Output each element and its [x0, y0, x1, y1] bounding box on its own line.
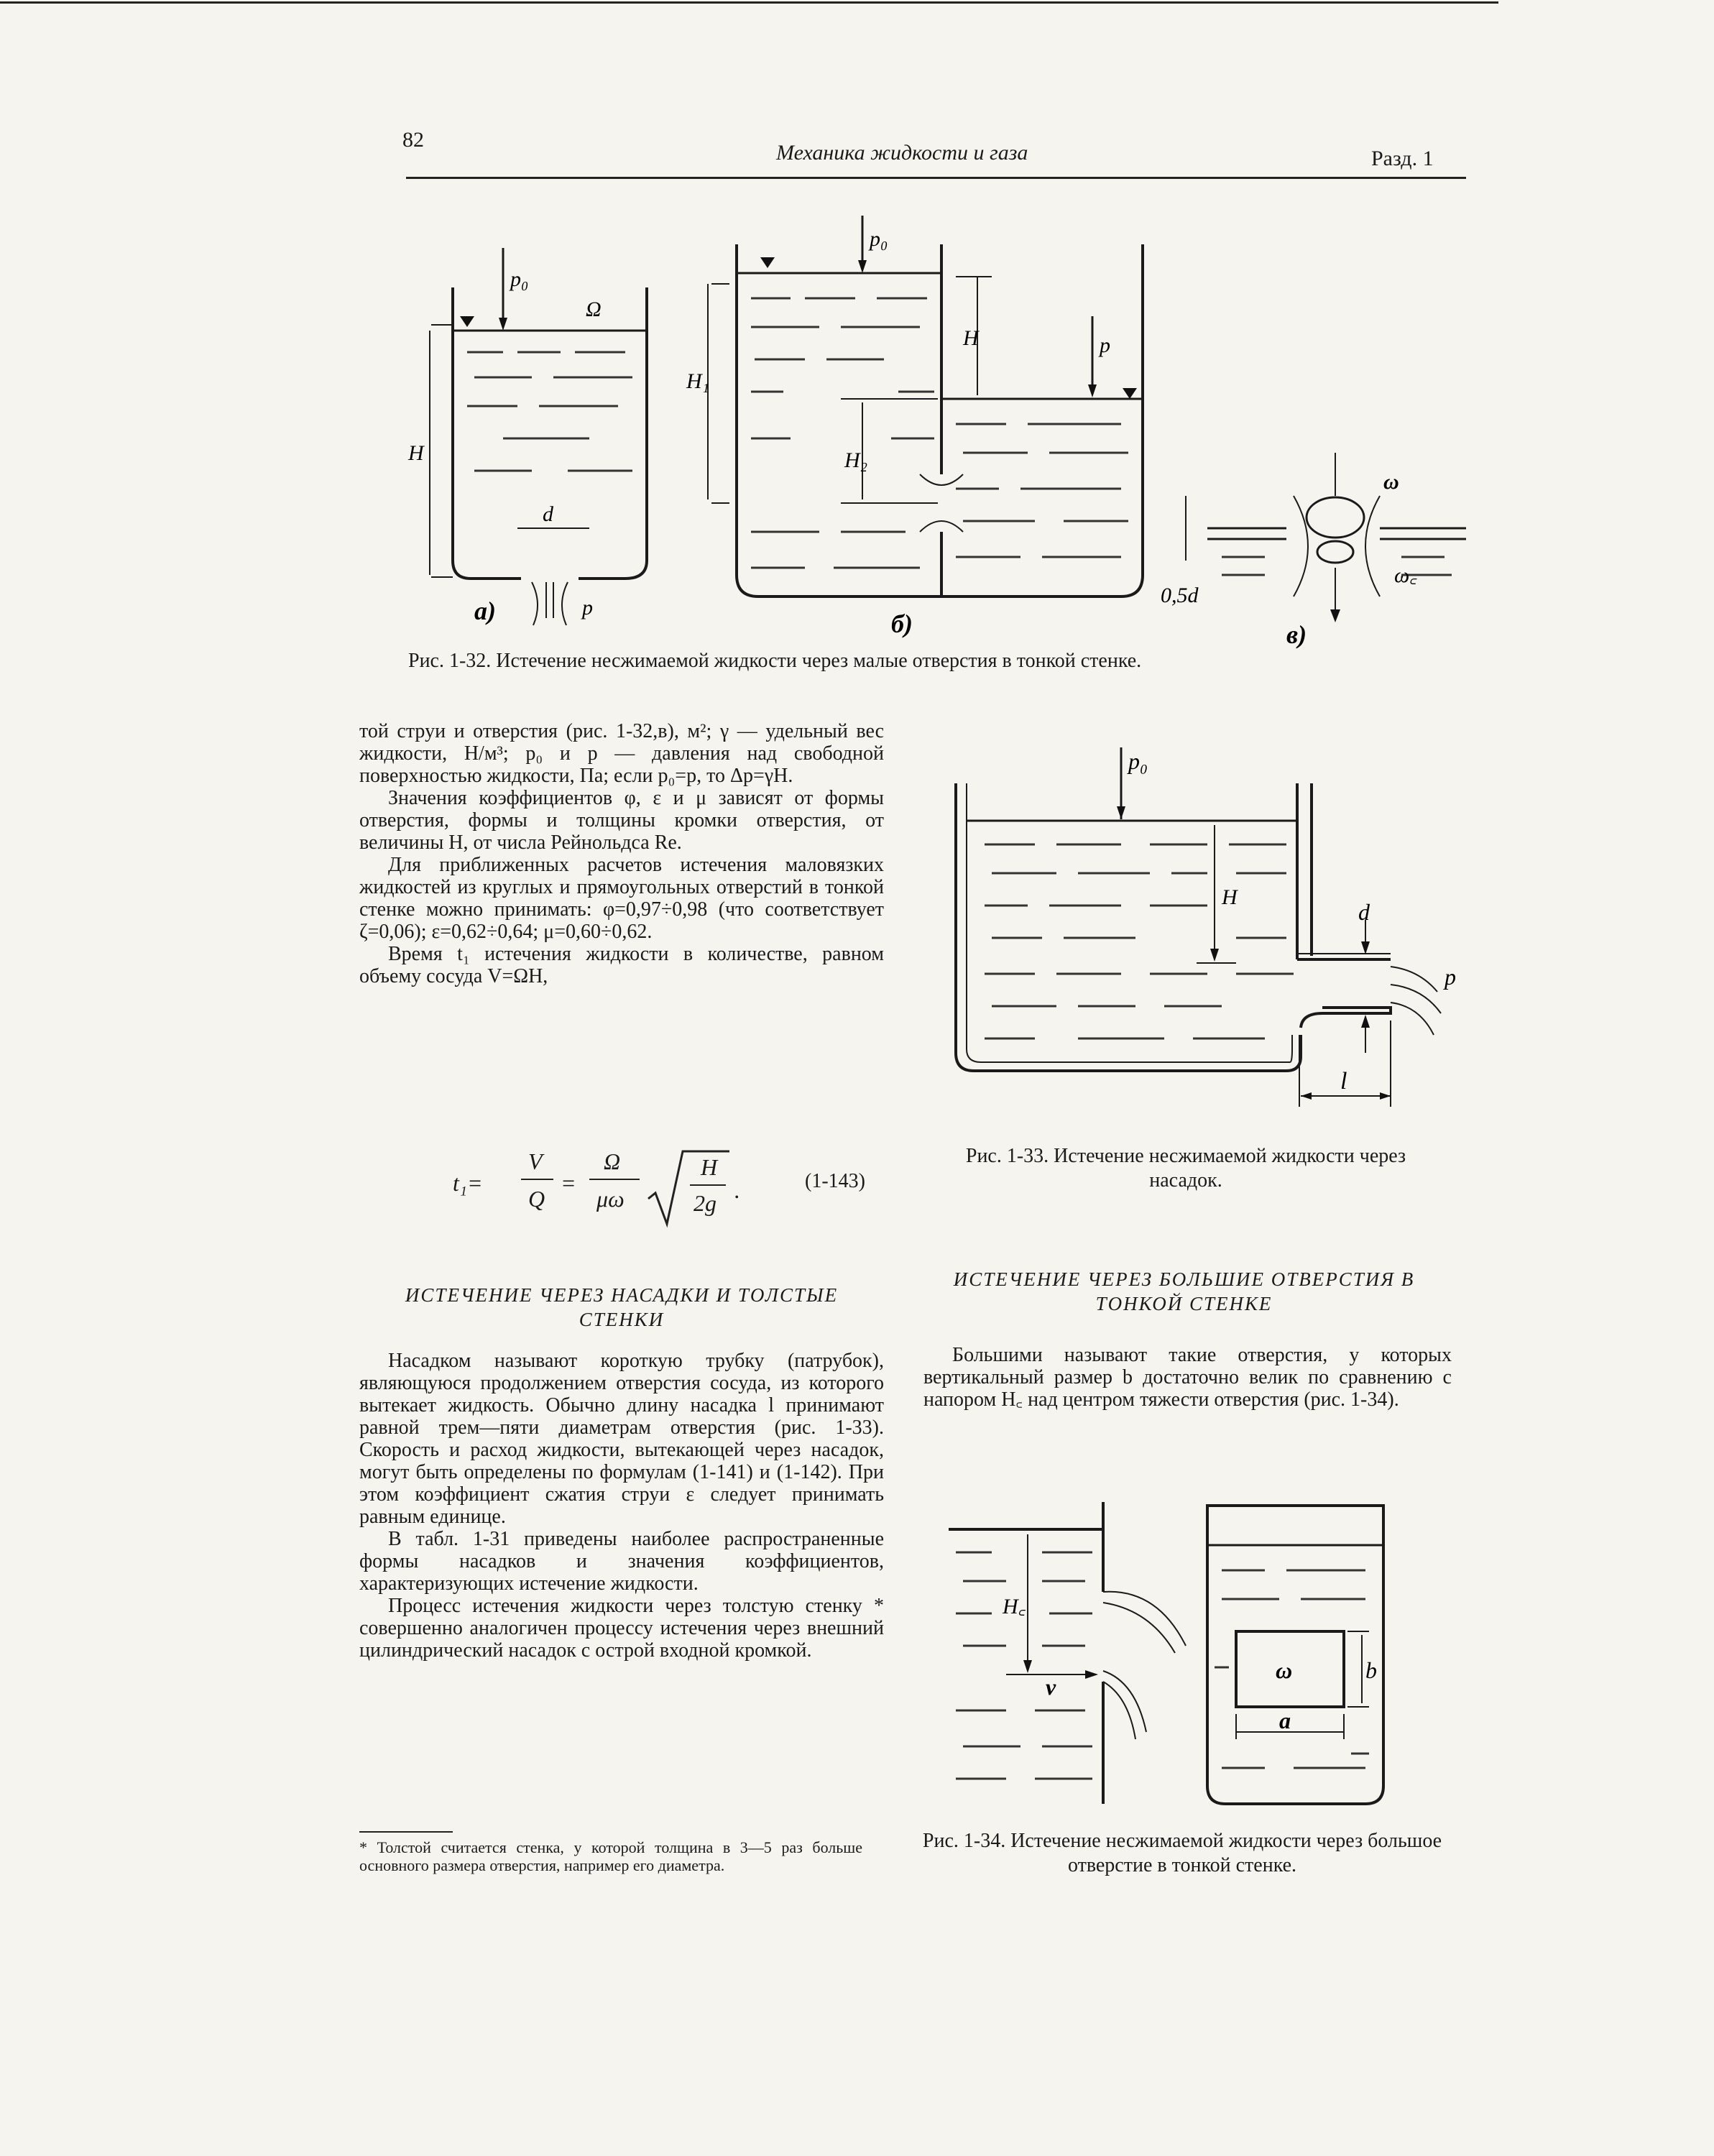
top-border — [0, 1, 1498, 4]
header-rule — [406, 177, 1466, 179]
formula-num-1: V — [528, 1148, 543, 1174]
tank-a-walls — [451, 287, 648, 580]
paragraph: Время t₁ истечения жидкости в количестве… — [359, 943, 884, 987]
paragraph: Процесс истечения жидкости через толстую… — [359, 1595, 884, 1662]
label-a-134: a — [1279, 1708, 1291, 1733]
formula-den-1: Q — [528, 1186, 545, 1212]
label-v: v — [1046, 1674, 1056, 1700]
fraction-bar — [690, 1184, 726, 1186]
formula-num-2: Ω — [604, 1148, 621, 1174]
label-p0-a: p₀ — [509, 267, 528, 291]
left-column: той струи и отверстия (рис. 1-32,в), м²;… — [359, 720, 884, 987]
paragraph: Насадком называют короткую трубку (патру… — [359, 1350, 884, 1528]
label-d-a: d — [543, 502, 554, 526]
caption-fig-1-34: Рис. 1-34. Истечение несжимаемой жидкост… — [922, 1830, 1442, 1876]
label-p-133: p — [1443, 964, 1456, 990]
label-b-134: b — [1365, 1657, 1377, 1683]
formula-rad-den: 2g — [694, 1190, 717, 1216]
label-omega-big: Ω — [586, 298, 602, 321]
label-p-b: p — [1098, 333, 1110, 357]
label-a: а) — [474, 596, 496, 625]
label-H-b: H — [962, 326, 980, 350]
label-b: б) — [891, 609, 913, 638]
section-label: Разд. 1 — [1371, 147, 1434, 170]
label-p0-b: p₀ — [868, 227, 888, 251]
label-omega-134: ω — [1276, 1657, 1292, 1683]
formula-den-2: μω — [596, 1186, 625, 1212]
tank-1-34-walls — [1206, 1504, 1385, 1805]
label-H-133: H — [1221, 885, 1239, 909]
label-H1: H₁ — [686, 369, 709, 393]
label-d-133: d — [1358, 899, 1370, 925]
paragraph: В табл. 1-31 приведены наиболее распрост… — [359, 1528, 884, 1595]
footnote-rule — [359, 1831, 453, 1833]
label-Hc: H꜀ — [1002, 1595, 1026, 1618]
paragraph: Большими называют такие отверстия, у кот… — [923, 1344, 1452, 1411]
formula-lhs: t₁= — [453, 1170, 483, 1196]
formula-1-143: t₁= V Q = Ω μω H 2g . (1-143) — [453, 1148, 898, 1228]
paragraph: той струи и отверстия (рис. 1-32,в), м²;… — [359, 720, 884, 787]
figure-1-32: p₀ Ω H d p а) p₀ H — [407, 216, 1466, 649]
paragraph: Значения коэффициентов φ, ε и μ зависят … — [359, 787, 884, 854]
section-heading-large-orifices: ИСТЕЧЕНИЕ ЧЕРЕЗ БОЛЬШИЕ ОТВЕРСТИЯ В ТОНК… — [953, 1268, 1415, 1314]
fraction-bar — [589, 1179, 640, 1180]
label-l-133: l — [1340, 1068, 1347, 1095]
left-column-lower: Насадком называют короткую трубку (патру… — [359, 1350, 884, 1662]
equation-number: (1-143) — [805, 1170, 865, 1192]
label-p-a: p — [581, 596, 593, 619]
label-H2: H₂ — [844, 448, 867, 472]
tank-b-walls — [735, 244, 1144, 598]
fraction-bar — [521, 1179, 553, 1180]
page-number: 82 — [402, 128, 424, 152]
paragraph: Для приближенных расчетов истечения мало… — [359, 854, 884, 943]
formula-rad-num: H — [701, 1154, 718, 1180]
large-orifice — [1235, 1630, 1345, 1708]
label-omega-c: ω — [1383, 470, 1399, 494]
running-title: Механика жидкости и газа — [776, 141, 1028, 165]
footnote: * Толстой считается стенка, у которой то… — [359, 1838, 862, 1874]
label-p0-133: p₀ — [1127, 748, 1148, 774]
right-column-text: Большими называют такие отверстия, у кот… — [923, 1344, 1452, 1411]
tank-1-33-walls — [954, 783, 1302, 1072]
caption-fig-1-33: Рис. 1-33. Истечение несжимаемой жидкост… — [965, 1145, 1406, 1192]
label-H-a: H — [407, 441, 425, 465]
section-heading-nozzles: ИСТЕЧЕНИЕ ЧЕРЕЗ НАСАДКИ И ТОЛСТЫЕ СТЕНКИ — [405, 1284, 839, 1330]
label-omega-contracted: ω꜀ — [1394, 563, 1417, 587]
label-c: в) — [1286, 620, 1307, 649]
caption-fig-1-32: Рис. 1-32. Истечение несжимаемой жидкост… — [408, 650, 1142, 672]
label-half-d: 0,5d — [1161, 584, 1199, 607]
free-surface-mark-a — [460, 316, 474, 327]
radical-sign — [648, 1150, 729, 1228]
